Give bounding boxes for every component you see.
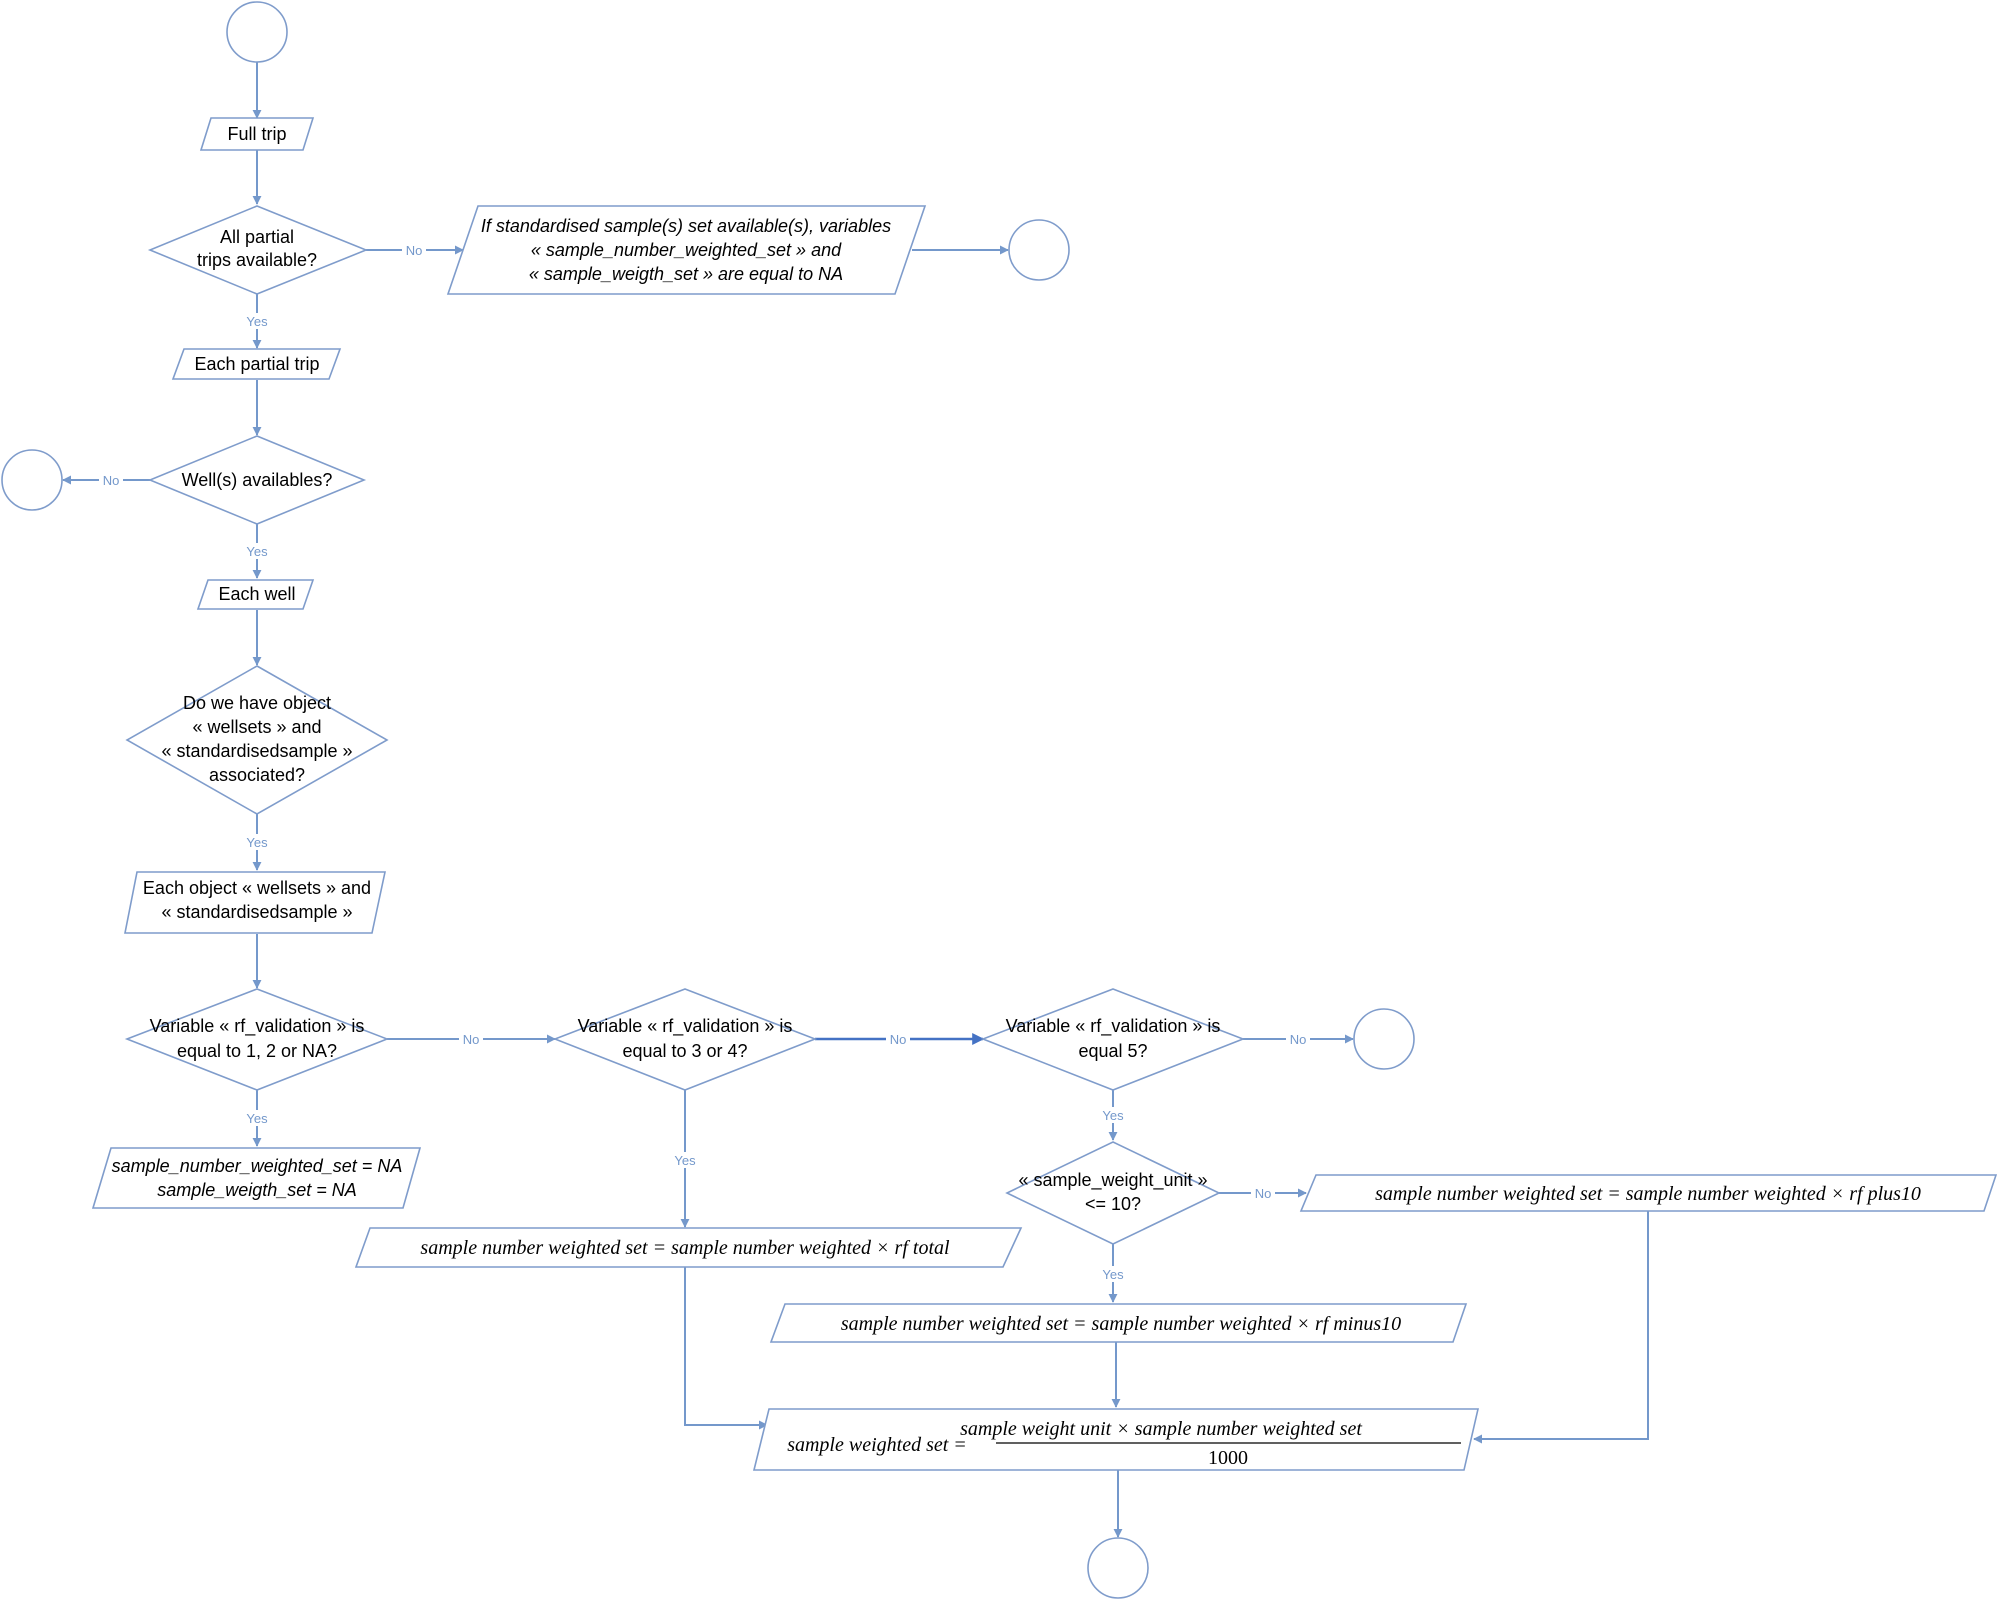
partial-trips-question-line-1: All partial bbox=[220, 227, 294, 247]
full-trip-label: Full trip bbox=[227, 124, 286, 144]
end-node-wells bbox=[1, 449, 63, 511]
wells-decision: Well(s) availables? bbox=[147, 435, 367, 525]
formula-weighted-lhs: sample weighted set = bbox=[787, 1434, 967, 1456]
formula-weighted-set-node: sample weighted set = sample weight unit… bbox=[752, 1408, 1480, 1471]
set-na-node: sample_number_weighted_set = NA sample_w… bbox=[91, 1147, 422, 1209]
each-well-node: Each well bbox=[196, 579, 315, 610]
each-object-node: Each object « wellsets » and « standardi… bbox=[124, 871, 386, 934]
formula-rf-plus10: sample number weighted set = sample numb… bbox=[1375, 1183, 1921, 1205]
edge-label-no: No bbox=[103, 473, 120, 488]
edge-plus10-to-weighted bbox=[1473, 1211, 1649, 1444]
weight-unit-decision: « sample_weight_unit » <= 10? bbox=[1005, 1141, 1221, 1245]
edge-label-yes: Yes bbox=[246, 544, 268, 559]
partial-trips-decision: All partial trips available? bbox=[147, 205, 369, 295]
formula-rf-plus10-node: sample number weighted set = sample numb… bbox=[1299, 1174, 1997, 1212]
formula-rf-total-node: sample number weighted set = sample numb… bbox=[354, 1227, 1023, 1268]
partial-trips-question-line-2: trips available? bbox=[197, 250, 317, 270]
edge-label-no: No bbox=[463, 1032, 480, 1047]
object-question-line-4: associated? bbox=[209, 765, 305, 785]
edge-label-no: No bbox=[890, 1032, 907, 1047]
rf-question-3-line-2: equal 5? bbox=[1078, 1041, 1147, 1061]
rf-question-2-line-1: Variable « rf_validation » is bbox=[578, 1016, 793, 1037]
formula-weighted-numerator: sample weight unit × sample number weigh… bbox=[960, 1418, 1362, 1440]
edge-label-no: No bbox=[1290, 1032, 1307, 1047]
na-note-node: If standardised sample(s) set available(… bbox=[446, 205, 927, 295]
rf-question-1-line-2: equal to 1, 2 or NA? bbox=[177, 1041, 337, 1061]
object-decision: Do we have object « wellsets » and « sta… bbox=[125, 665, 389, 815]
edge-label-yes: Yes bbox=[246, 835, 268, 850]
rf-question-3-line-1: Variable « rf_validation » is bbox=[1006, 1016, 1221, 1037]
object-question-line-1: Do we have object bbox=[183, 693, 331, 713]
object-question-line-3: « standardisedsample » bbox=[161, 741, 352, 761]
terminals bbox=[1, 1, 1415, 1599]
each-well-label: Each well bbox=[218, 584, 295, 604]
edge-label-yes: Yes bbox=[674, 1153, 696, 1168]
end-node-rf-validation bbox=[1353, 1008, 1415, 1070]
formula-weighted-denominator: 1000 bbox=[1208, 1447, 1248, 1469]
each-partial-trip-label: Each partial trip bbox=[194, 354, 319, 374]
rf-validation-decision-2: Variable « rf_validation » is equal to 3… bbox=[552, 988, 818, 1091]
start-node bbox=[226, 1, 288, 63]
end-node-partial-trips bbox=[1008, 219, 1070, 281]
each-object-line-1: Each object « wellsets » and bbox=[143, 878, 371, 898]
each-object-line-2: « standardisedsample » bbox=[161, 902, 352, 922]
formula-rf-total: sample number weighted set = sample numb… bbox=[420, 1237, 950, 1259]
edge-label-yes: Yes bbox=[1102, 1108, 1124, 1123]
edge-label-no: No bbox=[1255, 1186, 1272, 1201]
rf-question-2-line-2: equal to 3 or 4? bbox=[622, 1041, 747, 1061]
rf-validation-decision-3: Variable « rf_validation » is equal 5? bbox=[980, 988, 1246, 1091]
edge-label-no: No bbox=[406, 243, 423, 258]
edge-label-yes: Yes bbox=[1102, 1267, 1124, 1282]
object-question-line-2: « wellsets » and bbox=[192, 717, 321, 737]
set-na-line-1: sample_number_weighted_set = NA bbox=[112, 1156, 403, 1176]
formula-rf-minus10-node: sample number weighted set = sample numb… bbox=[769, 1303, 1468, 1343]
full-trip-node: Full trip bbox=[199, 117, 315, 151]
edge-label-yes: Yes bbox=[246, 314, 268, 329]
weight-unit-question-line-1: « sample_weight_unit » bbox=[1018, 1170, 1207, 1191]
each-partial-trip-node: Each partial trip bbox=[171, 348, 342, 380]
edge-total-to-weighted bbox=[684, 1266, 768, 1430]
wells-question: Well(s) availables? bbox=[182, 470, 333, 490]
na-note-line-1: If standardised sample(s) set available(… bbox=[481, 216, 891, 236]
weight-unit-question-line-2: <= 10? bbox=[1085, 1194, 1141, 1214]
na-note-line-3: « sample_weigth_set » are equal to NA bbox=[529, 264, 843, 284]
rf-question-1-line-1: Variable « rf_validation » is bbox=[150, 1016, 365, 1037]
rf-validation-decision-1: Variable « rf_validation » is equal to 1… bbox=[124, 988, 390, 1091]
na-note-line-2: « sample_number_weighted_set » and bbox=[531, 240, 842, 260]
end-node-final bbox=[1087, 1537, 1149, 1599]
edge-labels: No Yes No Yes Yes No No No Yes Yes Yes N… bbox=[99, 242, 1310, 1282]
formula-rf-minus10: sample number weighted set = sample numb… bbox=[841, 1313, 1401, 1335]
edge-label-yes: Yes bbox=[246, 1111, 268, 1126]
set-na-line-2: sample_weigth_set = NA bbox=[157, 1180, 357, 1200]
